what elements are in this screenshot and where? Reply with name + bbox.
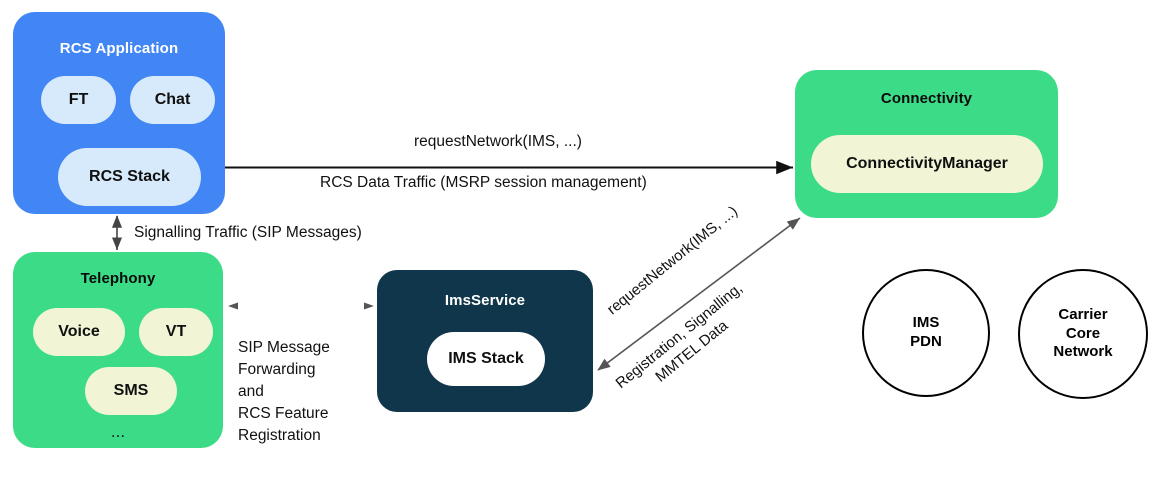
node-ims-stack[interactable]: IMS Stack [427, 332, 545, 386]
node-voice[interactable]: Voice [33, 308, 125, 356]
node-rcs-application[interactable]: RCS Application FT Chat RCS Stack [13, 12, 225, 214]
node-title-connectivity: Connectivity [880, 90, 973, 107]
node-telephony[interactable]: Telephony Voice VT SMS ... [13, 252, 223, 448]
node-connectivity[interactable]: Connectivity ConnectivityManager [795, 70, 1058, 218]
node-ims-service[interactable]: ImsService IMS Stack [377, 270, 593, 412]
edge-label-sip-message-forwarding: SIP Message Forwarding and RCS Feature R… [238, 339, 330, 444]
node-chat[interactable]: Chat [130, 76, 215, 124]
node-title-rcs-application: RCS Application [59, 40, 179, 57]
edge-label-request-network-horizontal: requestNetwork(IMS, ...) [414, 133, 582, 150]
telephony-ellipsis: ... [110, 422, 126, 441]
node-title-ims-service: ImsService [444, 292, 526, 309]
edge-label-signalling-traffic: Signalling Traffic (SIP Messages) [134, 224, 362, 241]
node-title-telephony: Telephony [80, 270, 156, 287]
node-ims-pdn[interactable]: IMS PDN [862, 269, 990, 397]
node-rcs-stack[interactable]: RCS Stack [58, 148, 201, 206]
node-connectivity-manager[interactable]: ConnectivityManager [811, 135, 1043, 193]
node-vt[interactable]: VT [139, 308, 213, 356]
edge-ims-service-arrowhead-right [364, 302, 374, 310]
edge-label-rcs-data-traffic: RCS Data Traffic (MSRP session managemen… [320, 174, 647, 191]
node-carrier-core-network[interactable]: Carrier Core Network [1018, 269, 1148, 399]
node-sms[interactable]: SMS [85, 367, 177, 415]
edge-telephony-arrowhead-left [228, 302, 238, 310]
node-ft[interactable]: FT [41, 76, 116, 124]
